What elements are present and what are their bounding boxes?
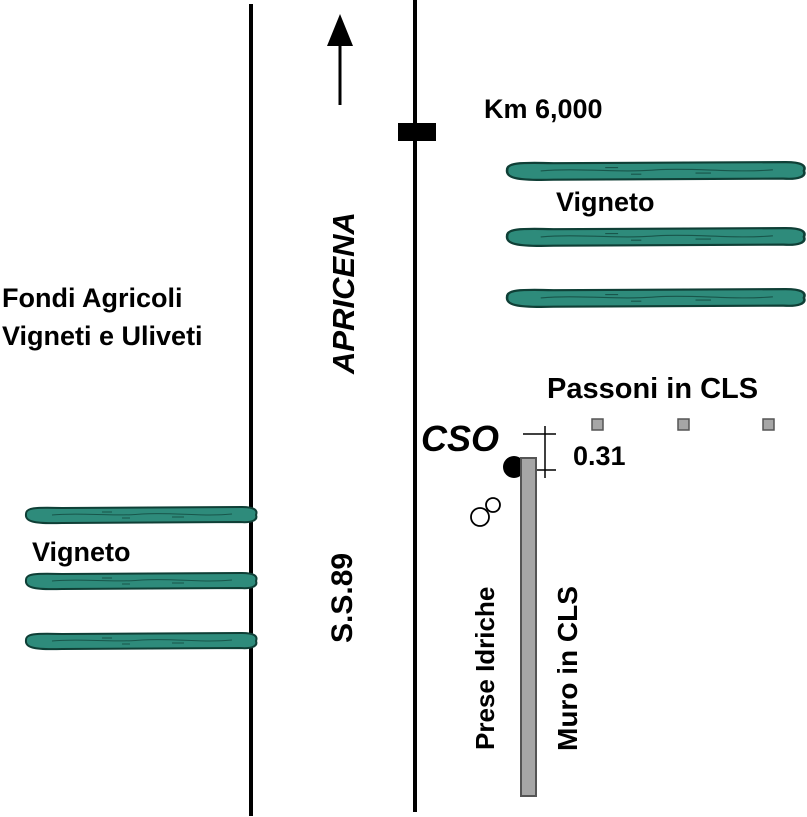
apricena-label: APRICENA: [326, 212, 361, 375]
distance-label: 0.31: [573, 441, 626, 471]
muro-label: Muro in CLS: [552, 586, 583, 751]
cso-label: CSO: [421, 418, 499, 459]
vine-row-left-1: [24, 506, 258, 525]
arrow-up-icon: [327, 14, 353, 105]
vine-row-right-3: [505, 287, 806, 309]
double-circle-icon: [470, 497, 501, 527]
square-post-icon: [762, 418, 775, 431]
vine-row-right-2: [505, 226, 806, 248]
vine-row-left-2: [24, 572, 258, 591]
square-post-icon: [677, 418, 690, 431]
kilometer-marker-icon: [398, 123, 436, 141]
vigneto-left-label: Vigneto: [32, 537, 131, 567]
prese-label: Prese Idriche: [470, 587, 500, 750]
fondi-label-line1: Fondi Agricoli: [2, 283, 182, 313]
ss89-label: S.S.89: [326, 553, 359, 643]
concrete-wall: [520, 457, 537, 797]
vigneto-right-label: Vigneto: [556, 187, 655, 217]
km-label: Km 6,000: [484, 94, 603, 124]
vine-row-left-3: [24, 632, 258, 651]
fondi-label-line2: Vigneti e Uliveti: [2, 321, 203, 351]
square-post-icon: [591, 418, 604, 431]
filled-circle-icon: [503, 456, 525, 478]
vine-row-right-1: [505, 160, 806, 182]
passoni-label: Passoni in CLS: [547, 373, 758, 405]
